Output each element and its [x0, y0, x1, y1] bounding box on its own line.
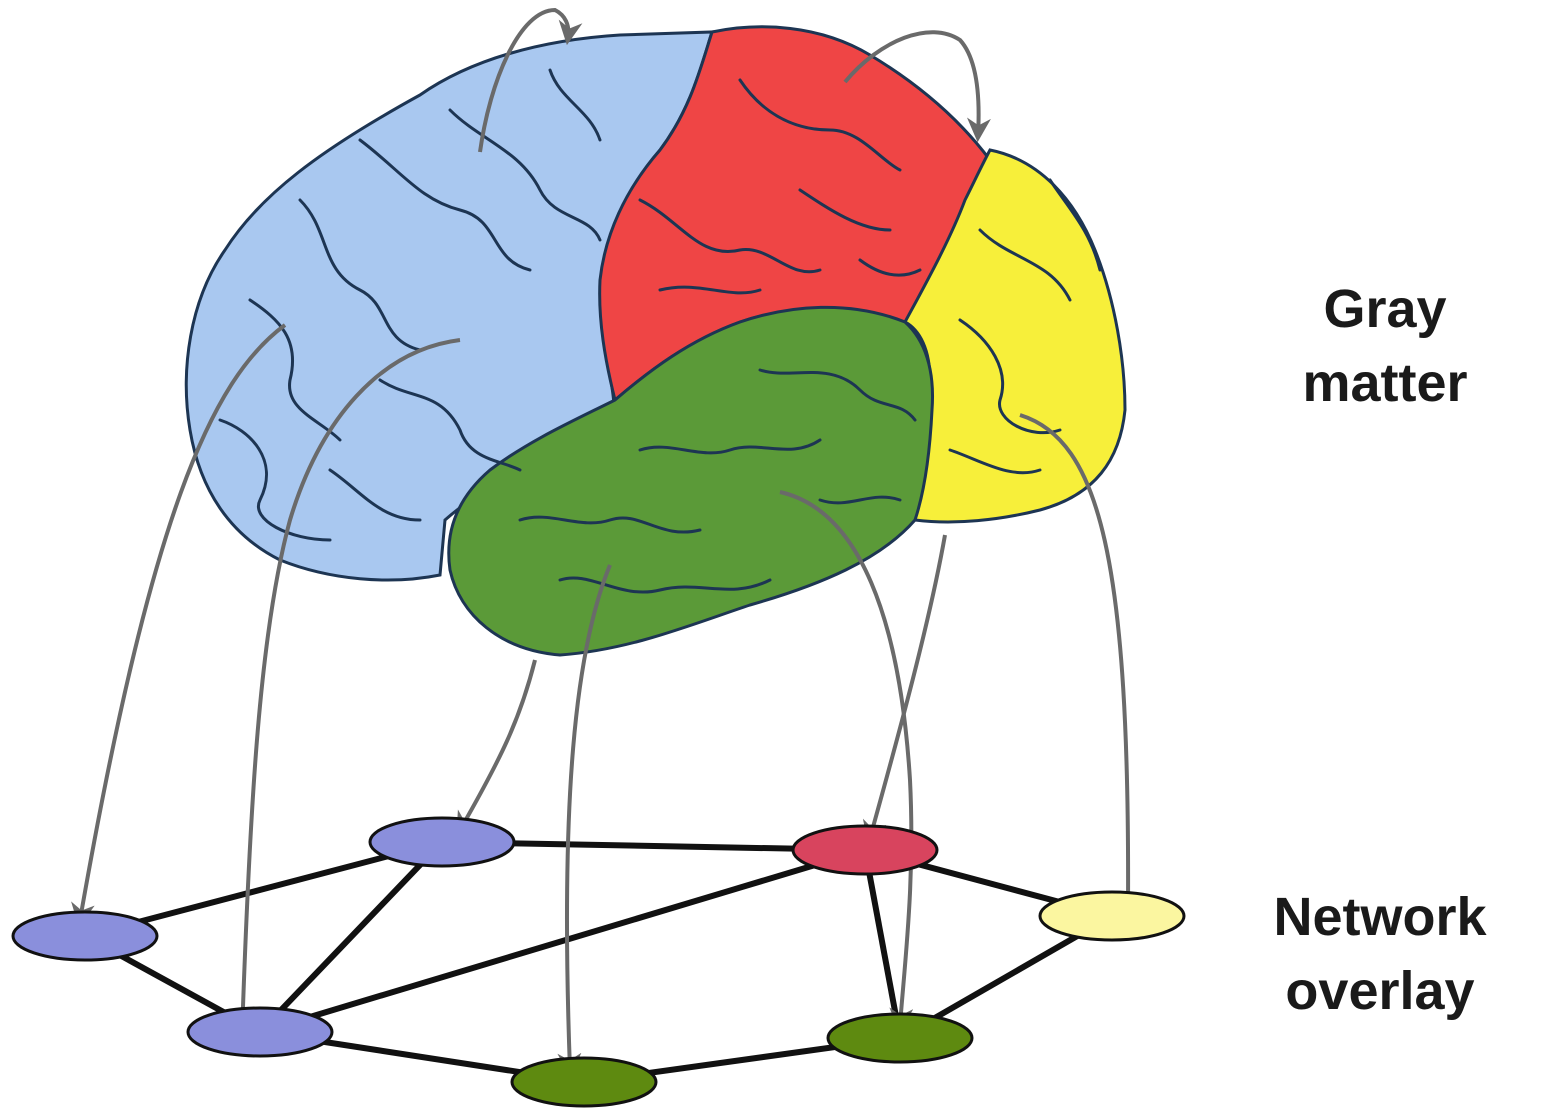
network-overlay-label-line-2: overlay — [1215, 954, 1545, 1028]
network-overlay-label: Network overlay — [1215, 880, 1545, 1028]
network-node-n1 — [13, 912, 157, 960]
gray-matter-label-line-1: Gray — [1240, 272, 1530, 346]
network-nodes — [13, 818, 1184, 1106]
network-node-n3 — [188, 1008, 332, 1056]
network-edge-n4-n7 — [865, 850, 900, 1038]
network-node-n5 — [1040, 892, 1184, 940]
network-node-n6 — [512, 1058, 656, 1106]
arrow-occipital-to-n4 — [870, 535, 945, 838]
network-node-n2 — [370, 818, 514, 866]
gray-matter-label: Gray matter — [1240, 272, 1530, 420]
network-node-n7 — [828, 1014, 972, 1062]
gray-matter-label-line-2: matter — [1240, 346, 1530, 420]
network-node-n4 — [793, 826, 937, 874]
network-overlay-label-line-1: Network — [1215, 880, 1545, 954]
arrow-temporal-to-n2 — [460, 660, 535, 830]
